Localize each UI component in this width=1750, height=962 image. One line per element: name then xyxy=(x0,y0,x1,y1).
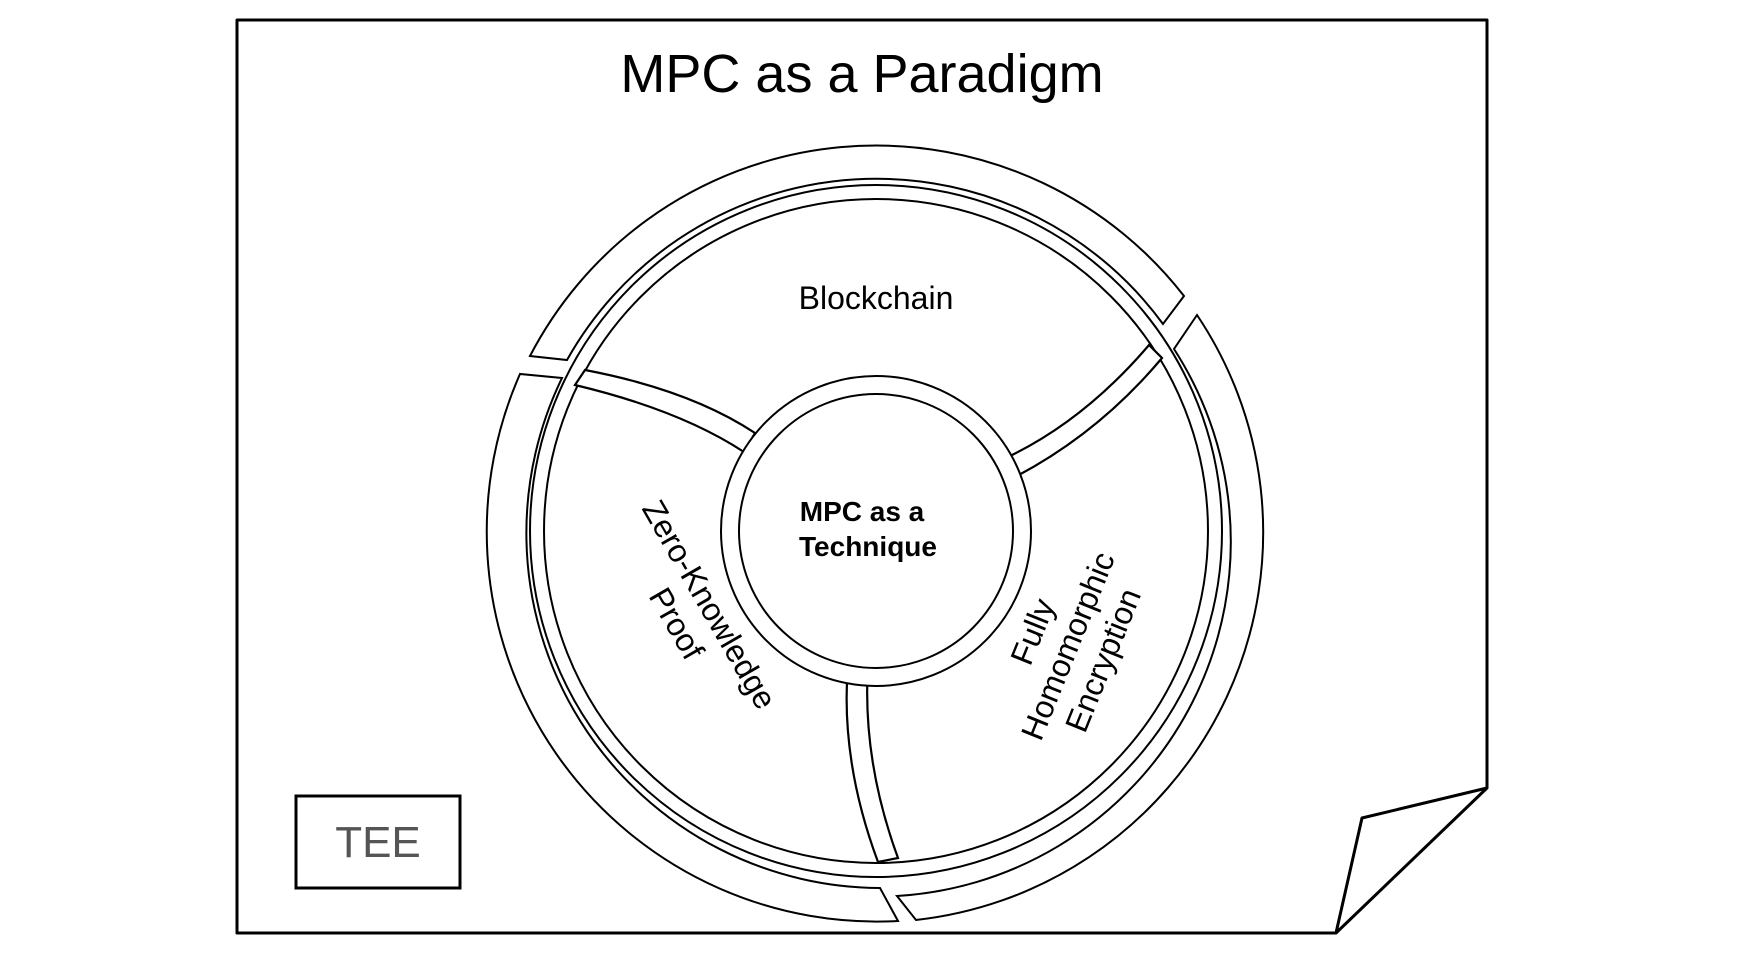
divider-bottom xyxy=(845,663,900,864)
outer-ring-left-arc xyxy=(485,372,900,923)
page-curl xyxy=(1334,786,1488,934)
segment-label-blockchain: Blockchain xyxy=(799,280,954,316)
tee-box xyxy=(294,794,462,890)
tee-label: TEE xyxy=(335,818,421,867)
outer-ring-top-arc xyxy=(528,144,1186,362)
center-label-line2: Technique xyxy=(799,531,937,562)
center-label-line1: MPC as a xyxy=(800,496,925,527)
diagram-title: MPC as a Paradigm xyxy=(620,44,1103,104)
divider-right xyxy=(1006,343,1164,478)
divider-left xyxy=(573,368,757,454)
inner-ring-outer-edge xyxy=(529,184,1223,878)
inner-ring-inner-edge xyxy=(543,198,1209,864)
outer-ring-right-arc xyxy=(895,313,1265,922)
page-outline xyxy=(235,18,1489,935)
center-circle-inner xyxy=(738,393,1014,669)
outer-ring xyxy=(485,144,1265,923)
